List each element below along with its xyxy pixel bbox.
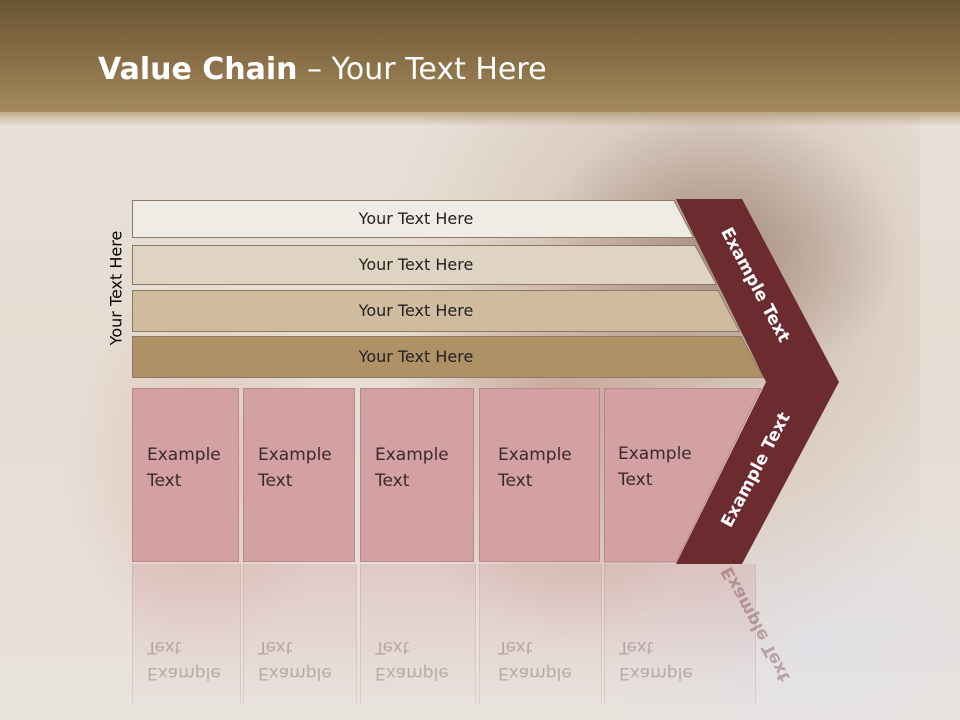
reflection-box-4-text: Example Text (498, 634, 572, 686)
slide-title: Value Chain – Your Text Here (98, 52, 547, 87)
activity-box-5-line2: Text (618, 470, 653, 490)
title-banner-fade (0, 112, 960, 126)
reflection-box-4-line2: Text (498, 637, 533, 657)
support-bar-2-shape (132, 245, 717, 285)
reflection-box-3-line1: Example (375, 663, 449, 683)
activity-box-4-line1: Example (498, 445, 572, 465)
reflection-box-3: Example Text (360, 564, 476, 704)
slide-title-bold: Value Chain (98, 52, 298, 87)
support-bar-1-label: Your Text Here (358, 209, 474, 228)
reflection-box-1-line1: Example (147, 663, 221, 683)
margin-chevron-shape (676, 199, 839, 564)
title-banner (0, 0, 960, 112)
reflection-box-5-line2: Text (619, 637, 654, 657)
activity-box-3-line1: Example (375, 445, 449, 465)
support-bar-2-label: Your Text Here (358, 255, 474, 274)
activity-box-1-line2: Text (147, 471, 182, 491)
reflection-area: Example Text Example Text Example Text Exam… (0, 564, 960, 720)
reflection-box-1-line2: Text (147, 637, 182, 657)
activity-box-2-line1: Example (258, 445, 332, 465)
reflection-box-3-text: Example Text (375, 634, 449, 686)
margin-chevron[interactable] (676, 199, 840, 565)
support-bar-4-label: Your Text Here (358, 347, 474, 366)
reflection-box-2-line2: Text (258, 637, 293, 657)
activity-box-3-line2: Text (375, 471, 410, 491)
reflection-box-2-text: Example Text (258, 634, 332, 686)
activity-box-2-line2: Text (258, 471, 293, 491)
activity-box-4-line2: Text (498, 471, 533, 491)
slide-title-rest: – Your Text Here (297, 52, 547, 87)
side-label: Your Text Here (106, 230, 126, 346)
activity-box-5-line1: Example (618, 444, 692, 464)
reflection-box-5: Example Text (604, 564, 756, 704)
reflection-box-4: Example Text (479, 564, 602, 704)
support-bar-1[interactable]: Your Text Here (132, 200, 694, 238)
activity-box-1-line1: Example (147, 445, 221, 465)
reflection-box-3-line2: Text (375, 637, 410, 657)
reflection-box-1-text: Example Text (147, 634, 221, 686)
support-bar-3-shape (132, 290, 740, 332)
reflection-box-5-line1: Example (619, 663, 693, 683)
support-bar-3-label: Your Text Here (358, 301, 474, 320)
reflection-box-4-line1: Example (498, 663, 572, 683)
support-bar-4[interactable]: Your Text Here (132, 336, 764, 378)
activity-box-5-shape[interactable] (604, 388, 766, 563)
reflection-box-2-line1: Example (258, 663, 332, 683)
reflection-box-1: Example Text (132, 564, 241, 704)
support-bar-4-shape (132, 336, 764, 378)
reflection-box-5-text: Example Text (619, 634, 693, 686)
support-bar-3[interactable]: Your Text Here (132, 290, 740, 332)
support-bar-2[interactable]: Your Text Here (132, 245, 717, 285)
reflection-box-2: Example Text (243, 564, 357, 704)
support-bar-1-shape (132, 200, 694, 238)
